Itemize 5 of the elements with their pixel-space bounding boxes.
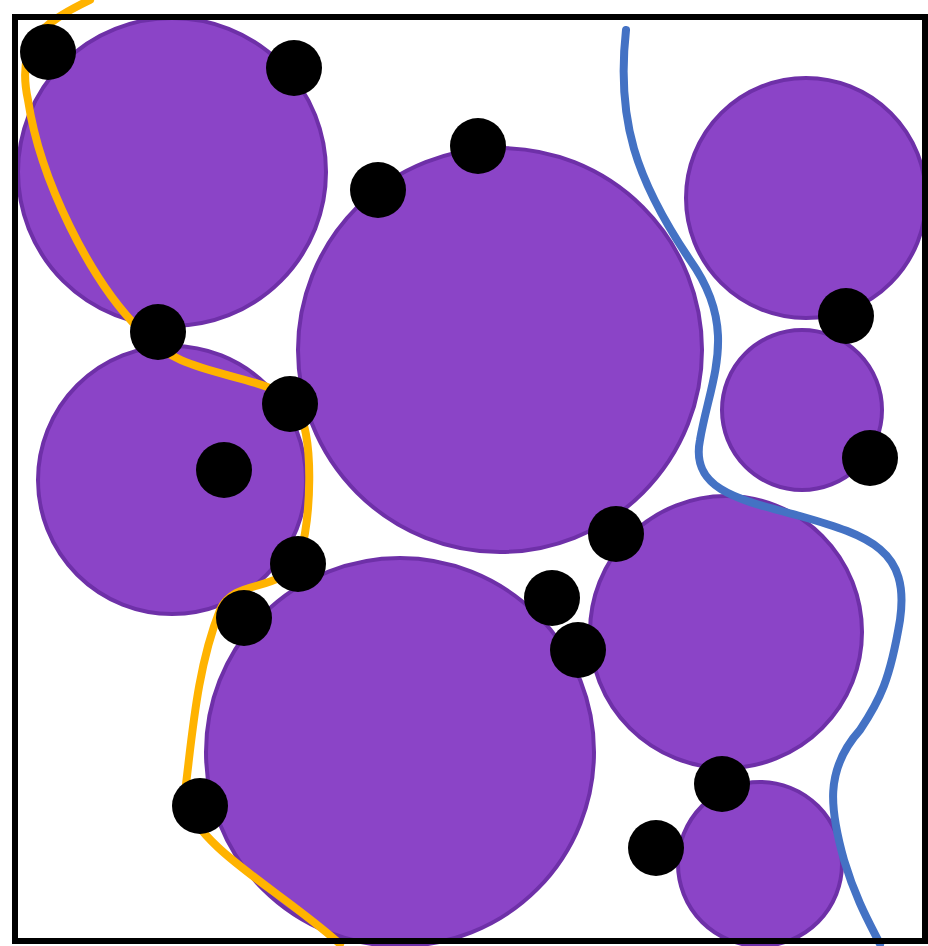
dot — [172, 778, 228, 834]
dot — [628, 820, 684, 876]
circle — [588, 494, 864, 770]
dot — [450, 118, 506, 174]
dot — [842, 430, 898, 486]
